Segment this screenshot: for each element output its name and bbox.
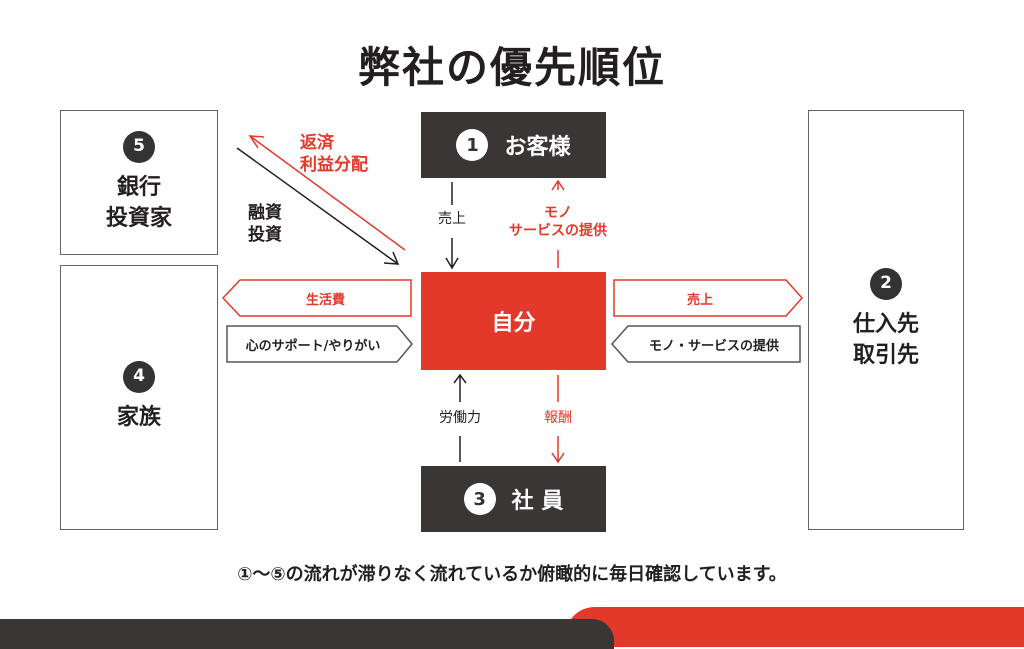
labor-arrow: [453, 373, 467, 462]
supplier-box: 2 仕入先 取引先: [808, 110, 964, 530]
number-badge: 4: [123, 361, 155, 394]
number-badge: 2: [870, 268, 902, 301]
customer-label: お客様: [504, 135, 571, 160]
self-label: 自分: [491, 311, 536, 336]
customer-box: 1 お客様: [421, 112, 606, 178]
bank-investor-box: 5 銀行 投資家: [60, 110, 218, 255]
repay-label: 返済利益分配: [300, 133, 368, 176]
number-badge: 5: [123, 130, 155, 163]
family-label: 家族: [116, 405, 161, 431]
reward-label: 報酬: [530, 409, 586, 428]
living-cost-arrow-shape: [221, 279, 412, 317]
footer-band-dark: [0, 619, 614, 649]
customer-sales-arrow: [445, 182, 459, 270]
investor-label: 投資家: [105, 205, 172, 231]
customer-goods-arrow: [551, 179, 565, 268]
self-box: 自分: [421, 272, 606, 370]
supplier-goods-label: モノ・サービスの提供: [648, 338, 779, 354]
footer-band-red: [565, 607, 1024, 647]
customer-goods-label: モノサービスの提供: [498, 204, 618, 241]
bank-label: 銀行: [116, 174, 161, 200]
customer-sales-label: 売上: [432, 210, 472, 229]
labor-label: 労働力: [425, 409, 495, 428]
footer-note: ①〜⑤の流れが滞りなく流れているか俯瞰的に毎日確認しています。: [237, 564, 787, 585]
supplier-goods-arrow-shape: [610, 325, 801, 363]
supplier-sales-label: 売上: [686, 292, 713, 308]
finance-arrow: [236, 147, 400, 265]
family-box: 4 家族: [60, 265, 218, 530]
finance-label: 融資投資: [248, 203, 282, 246]
living-cost-label: 生活費: [305, 292, 345, 308]
number-badge: 1: [456, 129, 489, 161]
number-badge: 3: [463, 483, 496, 515]
partner-label: 取引先: [852, 343, 919, 368]
repay-arrow: [248, 135, 406, 251]
reward-arrow: [551, 375, 565, 464]
support-arrow-shape: [226, 325, 413, 363]
page-title: 弊社の優先順位: [357, 43, 666, 92]
support-label: 心のサポート/やりがい: [245, 338, 381, 354]
employee-box: 3 社 員: [421, 466, 606, 532]
supplier-label: 仕入先: [852, 312, 919, 338]
employee-label: 社 員: [511, 489, 564, 514]
supplier-sales-arrow-shape: [613, 279, 804, 317]
